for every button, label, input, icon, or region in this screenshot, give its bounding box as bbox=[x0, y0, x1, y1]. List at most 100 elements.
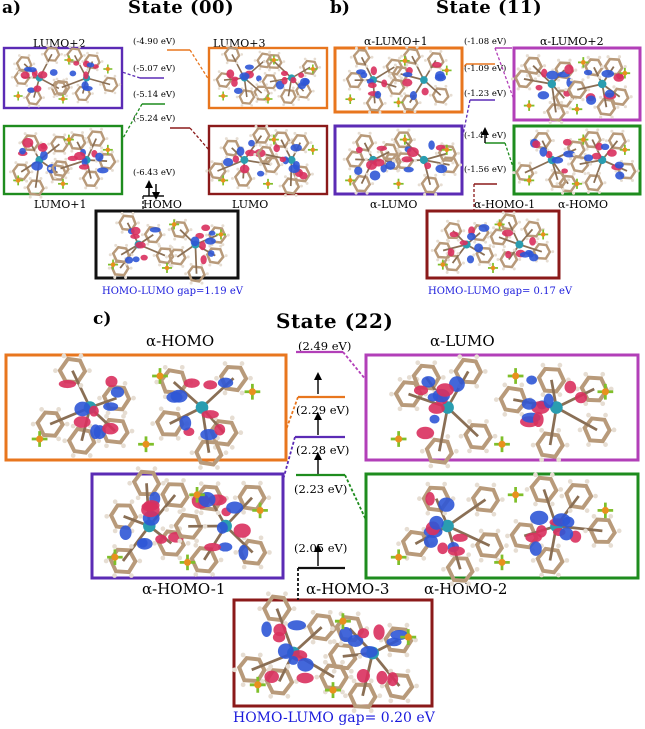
orbital-lobe bbox=[535, 84, 543, 91]
anion-centre bbox=[271, 137, 277, 142]
hydrogen-atom bbox=[235, 44, 239, 48]
hydrogen-atom bbox=[525, 218, 529, 222]
hydrogen-atom bbox=[539, 457, 544, 463]
hydrogen-atom bbox=[64, 176, 68, 180]
hydrogen-atom bbox=[42, 96, 45, 99]
hydrogen-atom bbox=[548, 120, 552, 124]
orbital-lobe bbox=[218, 542, 233, 552]
hydrogen-atom bbox=[429, 67, 433, 71]
orbital-lobe bbox=[130, 226, 141, 236]
hydrogen-atom bbox=[494, 253, 498, 257]
box-c-ahomo bbox=[4, 353, 288, 470]
anion-centre bbox=[580, 60, 586, 65]
box-a-lumo1 bbox=[2, 124, 124, 199]
hydrogen-atom bbox=[586, 171, 590, 175]
molecule-ring bbox=[261, 74, 279, 90]
hydrogen-atom bbox=[403, 110, 407, 114]
hydrogen-atom bbox=[456, 252, 460, 256]
hydrogen-atom bbox=[343, 693, 348, 699]
hydrogen-atom bbox=[158, 435, 164, 441]
molecule-bond bbox=[172, 381, 203, 409]
hydrogen-atom bbox=[255, 83, 259, 87]
hydrogen-atom bbox=[413, 637, 418, 643]
hydrogen-atom bbox=[91, 92, 94, 95]
hydrogen-atom bbox=[105, 410, 111, 416]
hydrogen-atom bbox=[229, 415, 235, 421]
molecule-ring bbox=[385, 58, 404, 76]
hydrogen-atom bbox=[423, 192, 427, 196]
hydrogen-atom bbox=[170, 246, 174, 250]
hydrogen-atom bbox=[387, 56, 391, 60]
molecule-ring bbox=[617, 162, 637, 180]
hydrogen-atom bbox=[273, 71, 277, 75]
molecule-ring bbox=[607, 132, 627, 150]
molecule-ring bbox=[11, 163, 31, 181]
hydrogen-atom bbox=[593, 493, 598, 499]
hydrogen-atom bbox=[253, 153, 257, 157]
molecule-bond bbox=[507, 221, 521, 245]
hydrogen-atom bbox=[441, 566, 446, 572]
orbital-lobe bbox=[256, 75, 262, 82]
hydrogen-atom bbox=[100, 146, 104, 150]
hydrogen-atom bbox=[183, 237, 188, 241]
orbital-lobe bbox=[238, 544, 249, 561]
hydrogen-atom bbox=[434, 151, 438, 155]
hydrogen-atom bbox=[371, 182, 375, 186]
panel-c-label-alumo: α-LUMO bbox=[430, 332, 495, 350]
hydrogen-atom bbox=[567, 162, 571, 166]
orbital-lobe bbox=[58, 379, 77, 389]
hydrogen-atom bbox=[492, 226, 496, 230]
orbital-lobe bbox=[370, 66, 377, 76]
hydrogen-atom bbox=[586, 75, 590, 79]
hydrogen-atom bbox=[492, 433, 498, 439]
hydrogen-atom bbox=[34, 150, 38, 154]
hydrogen-atom bbox=[273, 88, 277, 92]
molecule-ring bbox=[218, 364, 249, 393]
hydrogen-atom bbox=[501, 211, 505, 215]
hydrogen-atom bbox=[623, 85, 628, 89]
hydrogen-atom bbox=[398, 74, 401, 78]
hydrogen-atom bbox=[310, 609, 316, 615]
hydrogen-atom bbox=[436, 239, 440, 243]
hydrogen-atom bbox=[135, 466, 141, 471]
molecule-ring bbox=[111, 245, 131, 264]
hydrogen-atom bbox=[331, 639, 337, 644]
hydrogen-atom bbox=[240, 652, 246, 658]
hydrogen-atom bbox=[520, 227, 524, 231]
orbital-lobe bbox=[595, 142, 604, 151]
orbital-lobe bbox=[141, 502, 160, 518]
hydrogen-atom bbox=[304, 150, 308, 154]
hydrogen-atom bbox=[157, 223, 161, 227]
hydrogen-atom bbox=[194, 538, 199, 544]
hydrogen-atom bbox=[116, 159, 120, 163]
hydrogen-atom bbox=[274, 128, 278, 132]
anion-centre bbox=[440, 262, 446, 267]
hydrogen-atom bbox=[285, 693, 291, 699]
hydrogen-atom bbox=[444, 102, 448, 106]
hydrogen-atom bbox=[368, 131, 372, 135]
molecule-ring bbox=[207, 226, 227, 244]
metal-atom bbox=[547, 79, 557, 89]
hydrogen-atom bbox=[420, 54, 424, 58]
hydrogen-atom bbox=[512, 267, 516, 271]
orbital-lobe bbox=[541, 68, 548, 78]
hydrogen-atom bbox=[100, 127, 104, 131]
hydrogen-atom bbox=[586, 412, 591, 418]
hydrogen-atom bbox=[405, 45, 409, 49]
anion-centre bbox=[105, 66, 110, 72]
orbital-lobe bbox=[539, 146, 548, 157]
orbital-lobe bbox=[604, 89, 615, 98]
hydrogen-atom bbox=[378, 110, 382, 114]
orbital-lobe bbox=[297, 657, 314, 672]
orbital-lobe bbox=[600, 143, 610, 151]
hydrogen-atom bbox=[47, 87, 51, 90]
orbital-lobe bbox=[231, 79, 238, 87]
box-c-ahomo3 bbox=[232, 591, 434, 714]
hydrogen-atom bbox=[491, 482, 497, 488]
hydrogen-atom bbox=[55, 61, 59, 65]
hydrogen-atom bbox=[84, 186, 88, 190]
hydrogen-atom bbox=[322, 659, 328, 665]
orbital-lobe bbox=[429, 414, 440, 424]
orbital-lobe bbox=[424, 162, 432, 170]
molecule-ring bbox=[256, 52, 274, 69]
